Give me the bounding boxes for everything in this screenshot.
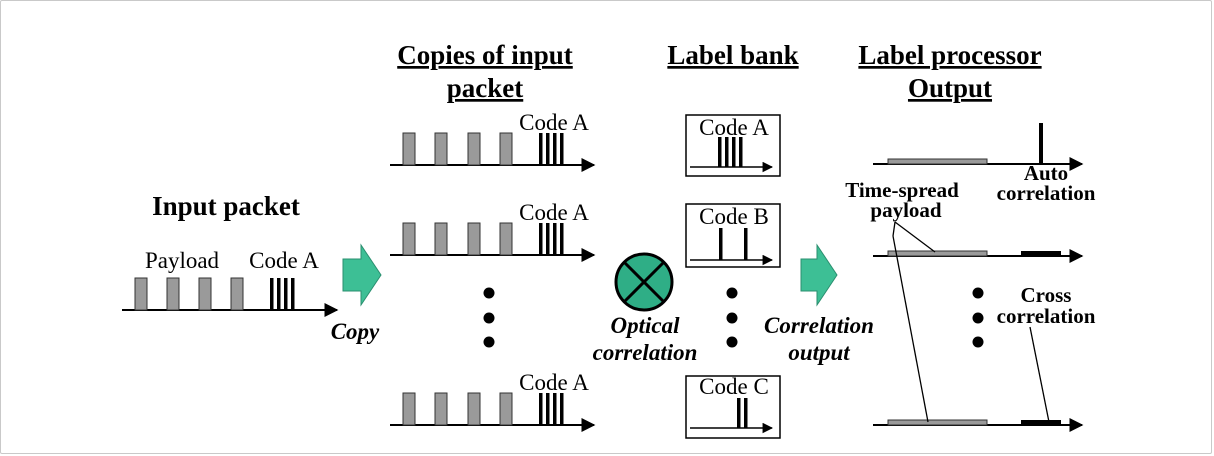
copy-packet-3 xyxy=(390,392,596,432)
correlation-output-line1: Correlation xyxy=(764,313,874,338)
payload-label: Payload xyxy=(145,248,220,273)
header-output-line1: Label processor xyxy=(858,40,1041,70)
copy-packet-2 xyxy=(390,222,596,262)
output-trace-cross-2 xyxy=(873,418,1084,432)
header-copies-line1: Copies of input xyxy=(397,40,573,70)
copy-label: Copy xyxy=(331,319,380,344)
header-output-line2: Output xyxy=(908,73,992,103)
label-bank-box-c xyxy=(685,375,781,439)
header-label-bank: Label bank xyxy=(667,40,798,70)
label-bank-code-a: Code A xyxy=(699,115,769,140)
time-spread-line2: payload xyxy=(870,198,942,222)
output-trace-auto xyxy=(873,123,1084,171)
header-copies-line2: packet xyxy=(447,73,524,103)
copy-3-code: Code A xyxy=(519,370,589,395)
correlation-output-line2: output xyxy=(788,340,850,365)
label-bank-ellipsis xyxy=(726,287,738,348)
optical-correlation-line2: correlation xyxy=(593,340,698,365)
optical-correlator-icon xyxy=(614,252,674,312)
cross-correlation-line2: correlation xyxy=(997,304,1096,328)
label-bank-code-c: Code C xyxy=(699,374,769,399)
label-bank-box-a xyxy=(685,114,781,177)
copy-packet-1 xyxy=(390,132,596,172)
output-ellipsis xyxy=(972,287,984,348)
label-bank-code-b: Code B xyxy=(699,204,769,229)
time-spread-line1: Time-spread xyxy=(845,178,959,202)
correlation-output-arrow xyxy=(800,243,838,307)
auto-correlation-line1: Auto xyxy=(1024,161,1068,185)
copy-2-code: Code A xyxy=(519,200,589,225)
label-bank-box-b xyxy=(685,203,781,268)
copy-1-code: Code A xyxy=(519,110,589,135)
callout-lines xyxy=(892,221,1050,423)
cross-correlation-line1: Cross xyxy=(1021,283,1072,307)
optical-correlation-line1: Optical xyxy=(611,313,681,338)
input-packet-waveform xyxy=(122,277,339,317)
auto-correlation-line2: correlation xyxy=(997,181,1096,205)
copy-arrow xyxy=(342,243,382,307)
output-trace-cross-1 xyxy=(873,249,1084,263)
input-packet-title: Input packet xyxy=(152,191,300,221)
input-code-label: Code A xyxy=(249,248,319,273)
copy-ellipsis xyxy=(483,287,495,348)
